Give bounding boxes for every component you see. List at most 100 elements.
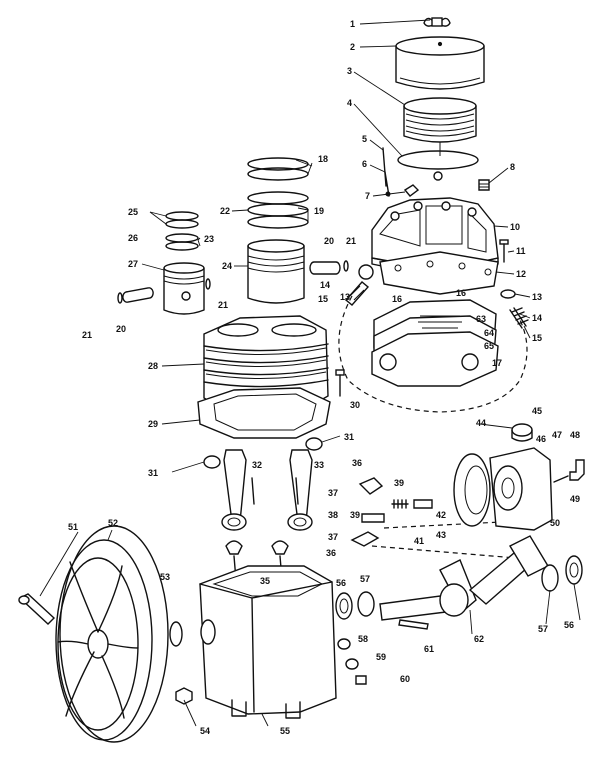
- callout-65: 65: [484, 341, 494, 351]
- callout-37-top: 37: [328, 488, 338, 498]
- callout-14-right: 14: [532, 313, 542, 323]
- leader-lines: [39, 19, 581, 727]
- callout-52: 52: [108, 518, 118, 528]
- callout-15-left: 15: [318, 294, 328, 304]
- main-bearings: [335, 555, 583, 620]
- flywheel-pulley: [55, 525, 169, 743]
- callout-3: 3: [347, 66, 352, 76]
- callout-22: 22: [220, 206, 230, 216]
- callout-57-right: 57: [538, 624, 548, 634]
- callout-36-top: 36: [352, 458, 362, 468]
- callout-4: 4: [347, 98, 352, 108]
- callout-57-left: 57: [360, 574, 370, 584]
- callout-49: 49: [570, 494, 580, 504]
- callout-45: 45: [532, 406, 542, 416]
- large-wrist-pin: [309, 260, 349, 275]
- callout-36-bottom: 36: [326, 548, 336, 558]
- callout-38: 38: [328, 510, 338, 520]
- connecting-rods: [221, 449, 313, 531]
- bearing-carrier-gasket: [453, 453, 491, 527]
- crankshaft: [379, 535, 549, 621]
- cylinder-head: [371, 197, 499, 279]
- callout-31-right: 31: [344, 432, 354, 442]
- head-bolt: [499, 239, 509, 263]
- callout-16-left: 16: [392, 294, 402, 304]
- callout-1: 1: [350, 19, 355, 29]
- callout-51: 51: [68, 522, 78, 532]
- callout-21-left: 21: [82, 330, 92, 340]
- callout-39-top: 39: [394, 478, 404, 488]
- oil-seal-and-plugs: [337, 619, 429, 685]
- callout-27: 27: [128, 259, 138, 269]
- callout-21-right: 21: [346, 236, 356, 246]
- crankcase: [199, 565, 337, 719]
- callout-24: 24: [222, 261, 232, 271]
- pulley-nut: [175, 687, 193, 705]
- callout-16-right: 16: [456, 288, 466, 298]
- valve-plate-assembly: [371, 299, 499, 387]
- callout-14-left: 14: [320, 280, 330, 290]
- callout-17: 17: [492, 358, 502, 368]
- bearing-carrier: [489, 447, 553, 531]
- callout-54: 54: [200, 726, 210, 736]
- callout-46: 46: [536, 434, 546, 444]
- callout-32: 32: [252, 460, 262, 470]
- callout-20-right: 20: [324, 236, 334, 246]
- callout-42: 42: [436, 510, 446, 520]
- elbow-fitting: [553, 459, 585, 483]
- air-filter-element: [403, 97, 477, 156]
- head-gasket: [379, 251, 499, 295]
- callout-2: 2: [350, 42, 355, 52]
- large-piston: [247, 239, 305, 304]
- callout-64: 64: [484, 328, 494, 338]
- callout-53: 53: [160, 572, 170, 582]
- callout-43: 43: [436, 530, 446, 540]
- callout-35: 35: [260, 576, 270, 586]
- rod-bolts: [251, 477, 299, 505]
- piston-rings-small: [165, 211, 199, 251]
- callout-6: 6: [362, 159, 367, 169]
- callout-23: 23: [204, 234, 214, 244]
- unloader-valve: [344, 264, 374, 306]
- air-filter-cover: [395, 36, 485, 90]
- callout-62: 62: [474, 634, 484, 644]
- breather-assembly: [350, 477, 433, 547]
- wing-nut: [423, 17, 451, 27]
- callout-44: 44: [476, 418, 486, 428]
- callout-21-mid: 21: [218, 300, 228, 310]
- callout-11: 11: [516, 246, 526, 256]
- callout-19: 19: [314, 206, 324, 216]
- valve-fitting: [403, 184, 420, 197]
- callout-labels: 1 2 3 4 5 6 7 8 10 11 12 13 13 14 14 15 …: [68, 19, 580, 736]
- callout-55: 55: [280, 726, 290, 736]
- callout-61: 61: [424, 644, 434, 654]
- callout-47: 47: [552, 430, 562, 440]
- callout-60: 60: [400, 674, 410, 684]
- callout-13-right: 13: [532, 292, 542, 302]
- small-piston: [163, 262, 205, 315]
- filter-gasket: [397, 150, 479, 181]
- piston-rings-large: [247, 157, 309, 229]
- callout-48: 48: [570, 430, 580, 440]
- callout-39-mid: 39: [350, 510, 360, 520]
- callout-12: 12: [516, 269, 526, 279]
- callout-63: 63: [476, 314, 486, 324]
- callout-7: 7: [365, 191, 370, 201]
- callout-59: 59: [376, 652, 386, 662]
- block-bolt: [335, 369, 345, 397]
- pipe-plug: [478, 179, 490, 191]
- callout-31-left: 31: [148, 468, 158, 478]
- callout-30: 30: [350, 400, 360, 410]
- base-gasket: [197, 387, 331, 439]
- rod-dippers: [225, 540, 289, 581]
- callout-8: 8: [510, 162, 515, 172]
- callout-15-right: 15: [532, 333, 542, 343]
- callout-29: 29: [148, 419, 158, 429]
- callout-41: 41: [414, 536, 424, 546]
- callout-56-right: 56: [564, 620, 574, 630]
- callout-25: 25: [128, 207, 138, 217]
- callout-56-left: 56: [336, 578, 346, 588]
- callout-28: 28: [148, 361, 158, 371]
- callout-50: 50: [550, 518, 560, 528]
